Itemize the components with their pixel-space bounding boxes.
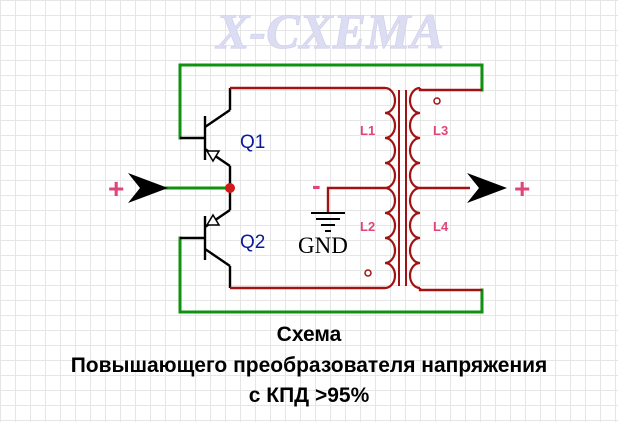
polarity-dot-l3 (433, 97, 441, 105)
transistor-q1 (180, 88, 232, 188)
l3-label: L3 (433, 123, 448, 138)
gnd-minus-label: - (312, 170, 321, 200)
output-plus-label: + (514, 173, 530, 204)
watermark-text: X-CXEMA (214, 3, 444, 59)
l4-label: L4 (433, 219, 449, 234)
caption-subtitle: Повышающего преобразователя напряжения (70, 354, 548, 377)
wire-ground-tap (326, 186, 385, 212)
ground-symbol (311, 212, 345, 232)
input-plus-label: + (108, 173, 124, 204)
wire-top-feedback (178, 63, 484, 140)
coil-l4 (408, 186, 421, 290)
transistor-q2 (180, 188, 232, 288)
wire-secondary-top (418, 88, 482, 92)
l2-label: L2 (360, 219, 375, 234)
output-arrow (467, 173, 507, 203)
input-arrow (128, 173, 168, 203)
q1-label: Q1 (240, 132, 265, 153)
polarity-dot-l2 (364, 269, 372, 277)
caption-title: Схема (276, 323, 342, 346)
l1-label: L1 (360, 123, 375, 138)
coil-l3 (408, 86, 421, 190)
q2-label: Q2 (240, 232, 265, 253)
coil-l1 (384, 86, 397, 190)
wire-secondary-bottom (418, 288, 482, 292)
caption-efficiency: с КПД >95% (248, 384, 370, 407)
gnd-label: GND (298, 233, 348, 258)
transformer-core (398, 90, 407, 286)
wire-bottom-feedback (178, 236, 484, 314)
junction-dot (225, 183, 235, 193)
coil-l2 (384, 186, 397, 290)
